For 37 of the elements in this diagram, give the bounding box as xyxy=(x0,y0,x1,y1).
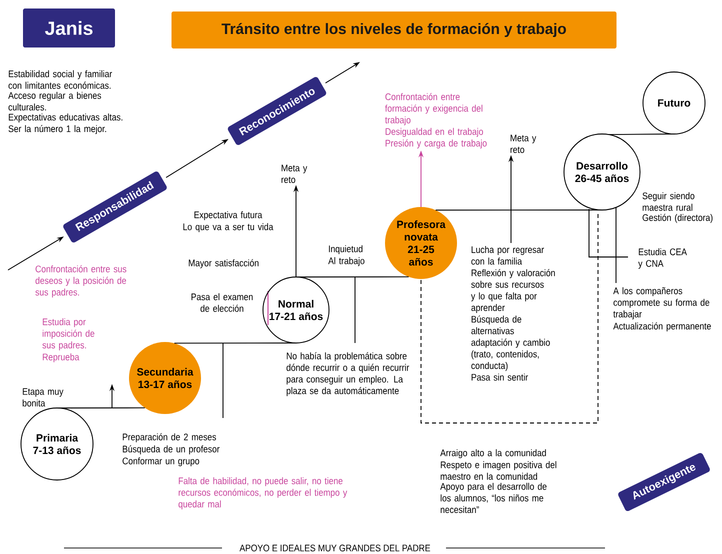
connector-line xyxy=(608,134,674,136)
annotation-text: Al trabajo xyxy=(328,257,364,266)
annotation-text: Meta y reto xyxy=(282,164,308,183)
annotation-text: Arraigo alto a la comunidad xyxy=(440,449,546,458)
annotation-text: Respeto e imagen positiva del maestro en la comunidad xyxy=(440,461,556,480)
connector-line xyxy=(435,210,602,211)
annotation-text: Expectativa futura xyxy=(194,211,262,220)
annotation-text: Inquietud xyxy=(329,245,362,254)
annotation-text: Estudia por imposición de sus padres. xyxy=(42,318,94,350)
annotation-text: Reprueba xyxy=(42,353,80,362)
annotation-text: Estabilidad social y familiar con limitantes económicas. xyxy=(8,70,112,89)
annotation-text: Preparación de 2 meses xyxy=(122,433,216,442)
connector-line xyxy=(56,407,146,408)
name-banner: Janis xyxy=(23,8,115,48)
annotation-text: Confrontación entre sus deseos y la posición de sus padres. xyxy=(35,265,126,298)
annotation-text: Mayor satisfacción xyxy=(188,259,258,268)
annotation-text: Etapa muy bonita xyxy=(22,388,64,406)
annotation-text: No había la problemática sobre dónde recurrir o a quién recurrir para conseguir un empleo. La plaza se da automáticamente xyxy=(286,352,410,396)
title-banner: Tránsito entre los niveles de formación y trabajo xyxy=(172,12,616,48)
annotation-text: Expectativas educativas altas. Ser la número 1 la mejor. xyxy=(8,114,122,134)
annotation-text: Pasa el examen de elección xyxy=(192,293,253,312)
annotation-text: Lo que va a ser tu vida xyxy=(183,223,274,232)
annotation-text: Conformar un grupo xyxy=(122,457,200,466)
annotation-text: Lucha por regresar con la familia Reflexión y valoración sobre sus recursos y lo que falta por aprender Búsqueda de alternativas adaptación y cambio (trato, contenidos, conducta) Pasa sin sentir xyxy=(471,246,555,381)
annotation-text: Búsqueda de un profesor xyxy=(122,445,220,454)
connector-line xyxy=(174,342,296,344)
annotation-text: Falta de habilidad, no puede salir, no tiene recursos económicos, no perder el tiempo y quedar mal xyxy=(178,477,348,510)
footer-text: APOYO E IDEALES MUY GRANDES DEL PADRE xyxy=(240,544,430,552)
annotation-text: Actualización permanente xyxy=(613,322,711,332)
connector-line xyxy=(296,276,410,278)
annotation-text: Estudia CEA y CNA xyxy=(638,248,687,269)
annotation-text: Acceso regular a bienes culturales. xyxy=(8,92,102,110)
annotation-text: Meta y reto xyxy=(510,134,536,153)
annotation-text: Confrontación entre formación y exigencia del trabajo Desigualdad en el trabajo Presión y carga de trabajo xyxy=(385,93,487,148)
annotation-text: Gestión (directora) xyxy=(642,214,712,223)
annotation-text: Apoyo para el desarrollo de los alumnos, “los niños me necesitan” xyxy=(440,482,547,514)
annotation-text: A los compañeros compromete su forma de trabajar xyxy=(613,287,710,320)
